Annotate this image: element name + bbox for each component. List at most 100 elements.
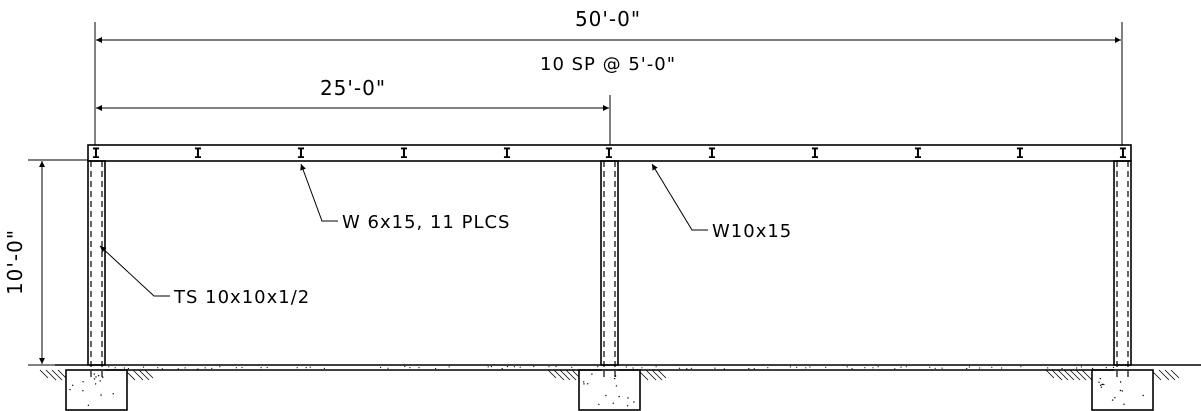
joist-symbol: I [400, 146, 408, 162]
concrete-stipple [1020, 366, 1022, 368]
concrete-stipple [112, 393, 114, 395]
concrete-stipple [404, 365, 406, 368]
height-dimension: 10'-0" [3, 159, 88, 366]
concrete-stipple [968, 366, 971, 368]
concrete-stipple [197, 368, 199, 370]
overall-span-dimension: 50'-0" 10 SP @ 5'-0" [94, 7, 1123, 145]
column-center [600, 160, 619, 380]
concrete-stipple [95, 376, 97, 378]
concrete-stipple [614, 375, 617, 377]
concrete-stipple [767, 367, 769, 369]
concrete-stipple [177, 368, 179, 370]
concrete-stipple [809, 366, 811, 368]
concrete-stipple [690, 367, 693, 369]
concrete-stipple [583, 381, 585, 383]
joist-symbol: I [194, 146, 202, 162]
concrete-stipple [204, 367, 206, 369]
concrete-stipple [753, 368, 755, 370]
concrete-stipple [655, 366, 657, 368]
joist-symbol: I [1119, 146, 1127, 162]
concrete-stipple [723, 368, 726, 370]
concrete-stipple [123, 367, 125, 369]
concrete-stipple [1105, 367, 1107, 369]
concrete-stipple [825, 366, 827, 368]
concrete-stipple [597, 366, 599, 368]
concrete-stipple [591, 373, 593, 375]
concrete-stipple [157, 367, 159, 369]
half-span-dimension: 25'-0" [96, 76, 611, 145]
joist-symbol: I [914, 146, 922, 162]
concrete-stipple [929, 366, 931, 368]
concrete-stipple [548, 366, 550, 368]
concrete-stipple [108, 366, 110, 368]
concrete-stipple [309, 366, 311, 368]
concrete-stipple [87, 404, 90, 406]
concrete-stipple [127, 367, 129, 370]
concrete-stipple [219, 366, 221, 368]
concrete-stipple [979, 367, 981, 369]
concrete-stipple [625, 366, 627, 368]
concrete-stipple [626, 405, 629, 407]
concrete-stipple [678, 367, 681, 369]
concrete-stipple [235, 367, 237, 369]
concrete-stipple [905, 366, 907, 368]
joist-symbol: I [605, 146, 613, 162]
concrete-stipple [82, 390, 84, 392]
concrete-stipple [615, 385, 618, 387]
footing-left [39, 369, 154, 411]
joist-symbols: I I I I I I I I I I I [92, 146, 1127, 162]
spacing-label: 10 SP @ 5'-0" [540, 54, 676, 75]
joist-symbol: I [503, 146, 511, 162]
concrete-stipple [99, 380, 101, 382]
concrete-stipple [1114, 397, 1116, 399]
concrete-stipple [877, 366, 879, 368]
concrete-stipple [418, 367, 420, 369]
concrete-stipple [533, 365, 535, 368]
concrete-stipple [102, 376, 104, 378]
concrete-stipple [1119, 389, 1122, 392]
concrete-stipple [448, 366, 450, 368]
concrete-stipple [900, 366, 902, 368]
concrete-stipple [686, 368, 688, 370]
concrete-stipple [1119, 381, 1122, 383]
concrete-stipple [587, 383, 589, 385]
concrete-stipple [1001, 367, 1003, 369]
concrete-stipple [97, 375, 100, 377]
joist-symbol: I [708, 146, 716, 162]
concrete-stipple [966, 367, 968, 370]
column-callout: TS 10x10x1/2 [99, 245, 309, 308]
concrete-stipple [941, 367, 943, 369]
joist-symbol: I [811, 146, 819, 162]
concrete-stipple [618, 395, 620, 398]
concrete-stipple [1098, 381, 1100, 383]
half-span-label: 25'-0" [320, 76, 386, 100]
concrete-stipple [1080, 366, 1082, 368]
concrete-stipple [1061, 368, 1063, 370]
concrete-stipple [266, 366, 268, 369]
concrete-stipple [1047, 367, 1049, 369]
concrete-stipple [796, 366, 798, 368]
footing-right [1045, 369, 1180, 411]
concrete-stipple [1123, 403, 1125, 405]
overall-span-label: 50'-0" [575, 7, 641, 31]
concrete-stipple [1100, 384, 1102, 386]
beam-callout-label: W10x15 [712, 221, 792, 242]
concrete-stipple [555, 365, 557, 368]
joist-callout-label: W 6x15, 11 PLCS [342, 212, 510, 233]
concrete-stipple [864, 367, 866, 369]
concrete-stipple [260, 367, 262, 369]
concrete-stipple [94, 383, 97, 385]
concrete-stipple [487, 366, 489, 368]
concrete-stipple [571, 366, 573, 368]
concrete-stipple [82, 381, 84, 383]
column-right [1113, 160, 1132, 380]
concrete-stipple [1112, 366, 1114, 368]
concrete-stipple [846, 366, 848, 368]
concrete-stipple [598, 403, 600, 406]
concrete-stipple [490, 366, 492, 368]
concrete-slab [55, 364, 1201, 407]
concrete-stipple [296, 367, 298, 369]
joist-symbol: I [1016, 146, 1024, 162]
concrete-stipple [100, 394, 102, 396]
